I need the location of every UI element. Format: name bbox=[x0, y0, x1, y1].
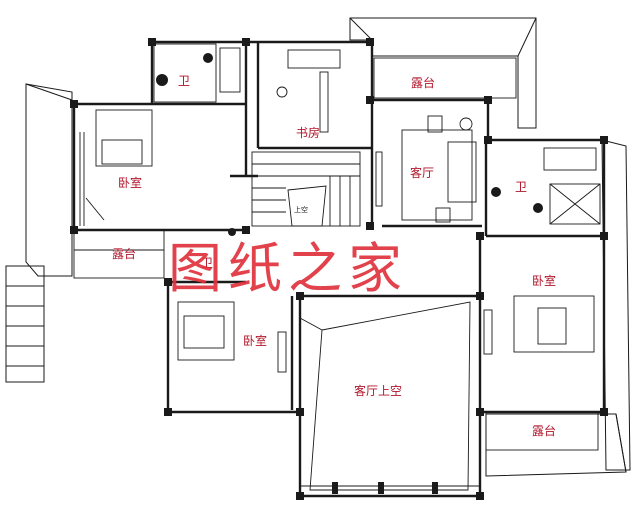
bed-right bbox=[513, 295, 595, 353]
tub-top bbox=[219, 47, 241, 93]
sofa-living bbox=[401, 129, 473, 221]
terrace-left-outline bbox=[73, 229, 165, 279]
bed-left bbox=[95, 109, 153, 167]
stair-landing bbox=[287, 185, 327, 227]
desk-study bbox=[287, 49, 341, 69]
tv-cabinet bbox=[375, 151, 383, 207]
label-terrace-bottom-right: 露台 bbox=[532, 424, 557, 438]
label-living-room: 客厅 bbox=[410, 166, 435, 180]
label-stair-void: 上空 bbox=[294, 206, 308, 214]
label-bedroom-left: 卧室 bbox=[118, 176, 143, 190]
label-bath-top-left: 卫 bbox=[178, 74, 191, 88]
tub-right bbox=[543, 147, 597, 171]
watermark-text: 图纸之家 bbox=[168, 237, 408, 300]
roof-right bbox=[601, 139, 631, 471]
chair-study bbox=[276, 86, 288, 98]
label-terrace-top: 露台 bbox=[411, 76, 436, 90]
terrace-top-outline bbox=[373, 57, 517, 99]
roof-left-lower bbox=[5, 265, 45, 383]
label-bath-center: 卫 bbox=[201, 256, 214, 270]
terrace-bottom-right bbox=[485, 411, 599, 451]
roof-left bbox=[25, 83, 73, 277]
void-outline bbox=[309, 301, 471, 491]
label-bath-right: 卫 bbox=[515, 180, 528, 194]
label-terrace-left: 露台 bbox=[112, 247, 137, 261]
label-living-void: 客厅上空 bbox=[354, 384, 403, 398]
roof-top-right bbox=[349, 17, 537, 129]
bath-top-left-outline bbox=[153, 43, 217, 103]
cabinet-study bbox=[319, 71, 329, 133]
label-bedroom-right: 卧室 bbox=[532, 274, 557, 288]
label-study: 书房 bbox=[296, 126, 321, 140]
label-bedroom-bottom: 卧室 bbox=[243, 334, 268, 348]
bed-bottom bbox=[177, 301, 235, 361]
